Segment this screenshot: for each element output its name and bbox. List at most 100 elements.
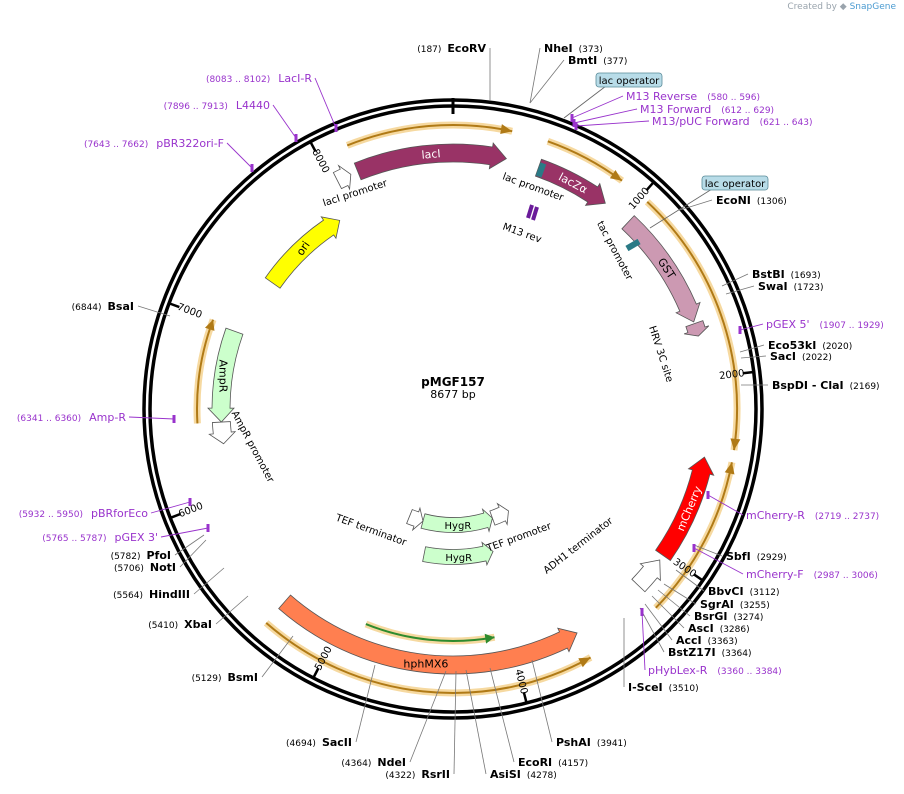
feature-mcherry [655,456,715,562]
site-name: SwaI [758,280,788,293]
primer-name: pBRforEco [91,507,148,520]
primer-mark [188,498,192,506]
snapgene-logo-icon: ◆ [839,2,847,12]
primer-name: pHybLex-R [648,664,708,677]
plasmid-name: pMGF157 [421,375,485,389]
feature-label-small: TEF terminator [333,512,409,548]
lac-operator-badge [701,175,769,191]
site-name: RsrII [421,768,450,781]
site-name: BsrGI [694,610,727,623]
site-leader [261,635,294,678]
primer-label: (8083 .. 8102)LacI-R [206,72,312,85]
ruler-tick [309,141,317,152]
primer-name: Amp-R [89,411,126,424]
primer-label: M13/pUC Forward(621 .. 643) [652,115,812,128]
primer-leader [573,108,638,124]
site-position: (2022) [802,353,832,363]
site-position: (2929) [757,553,787,563]
site-label: (4364)NdeI [341,756,406,769]
site-position: (2169) [850,382,880,392]
primer-range: (7896 .. 7913) [164,102,228,112]
site-name: EcoRI [518,756,552,769]
site-position: (377) [603,57,627,67]
orf-arrowhead [578,657,591,668]
primer-name: pBR322ori-F [156,137,224,150]
primer-leader [739,323,764,331]
primer-mark [706,491,710,499]
site-position: (3274) [733,613,763,623]
backbone [142,98,764,720]
feature-laci [353,142,507,181]
credit-line: Created by ◆ SnapGene [787,2,896,12]
primer-label: (7896 .. 7913)L4440 [164,99,270,112]
feature-label-small: lacI promoter [322,178,390,209]
site-position: (3112) [750,588,780,598]
feature-label-small: TEF promoter [484,521,553,555]
site-label: (5410)XbaI [148,618,212,631]
site-label: BstBI(1693) [752,268,821,281]
primer-mark [172,415,176,423]
hygr-label: HygR [445,521,472,532]
plasmid-size: 8677 bp [430,388,475,401]
feature-ori [264,216,341,289]
site-position: (3286) [720,625,750,635]
site-leader [721,273,749,287]
orf-arrowhead [724,462,735,475]
site-leader [489,667,515,763]
site-label: SacI (2022) [770,350,832,363]
site-label: Eco53kI(2020) [768,339,852,352]
site-position: (5706) [114,564,144,574]
site-name: BmtI [568,54,597,67]
site-name: HindIII [149,588,190,601]
primer-label: mCherry-F(2987 .. 3006) [746,568,878,581]
hygr-label: HygR [445,553,472,564]
site-leader [657,589,691,617]
site-name: SacII [322,736,352,749]
site-leader [693,544,723,557]
primer-range: (8083 .. 8102) [206,75,270,85]
site-name: AsiSI [490,768,521,781]
orf-arc-halo [364,620,496,645]
site-name: SacI [770,350,796,363]
primer-leader [272,104,297,139]
site-position: (1693) [791,271,821,281]
primer-leader [226,142,253,169]
primer-leader [571,95,624,119]
primer-mark [294,134,298,142]
site-name: NotI [150,561,176,574]
site-leader [215,595,249,625]
orf-arrowhead [484,633,495,644]
site-position: (5129) [192,674,222,684]
site-leader [639,607,665,653]
site-leader [179,539,207,568]
site-name: EcoRV [447,42,486,55]
site-label: AscI(3286) [688,622,750,635]
feature-label-small: AmpR promoter [229,409,276,485]
primer-mark [574,122,578,130]
primer-leader [641,611,646,671]
site-label: SwaI(1723) [758,280,824,293]
primer-leader [693,547,744,575]
orf-arcs [193,121,741,697]
site-label: NheI(373) [544,42,603,55]
ruler-tick-label: 7000 [176,302,204,321]
site-position: (187) [417,45,441,55]
site-label: SgrAI(3255) [700,598,770,611]
primer-mark [640,608,644,616]
site-label: (5564)HindIII [113,588,190,601]
primer-label: pGEX 5'(1907 .. 1929) [766,318,884,331]
primer-mark [206,524,210,532]
feature-label-small: M13 rev [501,222,543,246]
primer-name: mCherry-F [746,568,804,581]
primer-sites: (8083 .. 8102)LacI-R(7896 .. 7913)L4440(… [17,72,884,677]
site-position: (5410) [148,621,178,631]
site-leader [644,603,673,641]
primer-range: (5765 .. 5787) [42,534,106,544]
site-position: (5782) [111,552,141,562]
site-leader [675,569,705,592]
orf-arc [655,462,733,609]
feature-label: AmpR [216,360,229,393]
